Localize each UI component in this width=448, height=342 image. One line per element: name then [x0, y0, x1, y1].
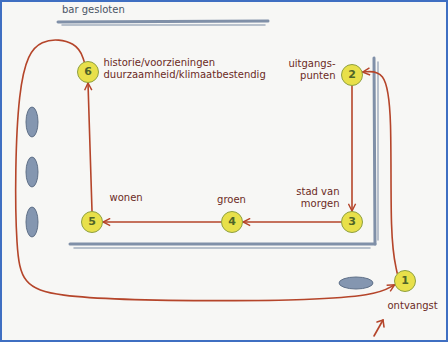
flow-arrow — [103, 221, 221, 223]
station-circle: 6historie/voorzieningen duurzaamheid/kli… — [77, 61, 99, 83]
wall-lines — [58, 21, 378, 248]
flow-arrow — [88, 83, 92, 211]
step-number: 3 — [342, 212, 362, 231]
station-circle: 4groen — [221, 211, 243, 233]
station-circle: 5wonen — [81, 211, 103, 233]
step-label: ontvangst — [388, 300, 438, 312]
area-note: bar gesloten — [62, 4, 125, 16]
flow-arrow — [243, 221, 341, 223]
step-label: wonen — [110, 192, 143, 204]
side-oval — [26, 207, 38, 237]
top-wall-shade — [62, 24, 265, 26]
side-oval — [26, 157, 38, 187]
entry-arrow — [374, 320, 384, 336]
step-number: 6 — [78, 62, 98, 81]
step-number: 2 — [342, 65, 362, 84]
station-circle: 1ontvangst — [394, 270, 416, 292]
entry-arrow-shaft — [374, 320, 383, 336]
side-oval — [26, 107, 38, 137]
station-circle: 3stad van morgen — [341, 211, 363, 233]
bottom-wall — [70, 243, 375, 246]
right-wall — [374, 58, 375, 244]
step-label: stad van morgen — [286, 186, 340, 210]
step-label: historie/voorzieningen duurzaamheid/klim… — [104, 57, 288, 81]
step-label: groen — [207, 194, 257, 206]
right-wall-shade — [377, 62, 379, 240]
top-wall — [58, 21, 268, 22]
bottom-wall-shade — [74, 247, 370, 249]
entrance-oval — [339, 277, 373, 289]
step-label: uitgangs- punten — [274, 58, 336, 82]
step-number: 1 — [395, 271, 415, 290]
step-number: 5 — [82, 212, 102, 231]
step-number: 4 — [222, 212, 242, 231]
ovals — [26, 107, 373, 289]
flow-arrow — [363, 72, 398, 274]
flow-arrow — [351, 86, 353, 211]
station-circle: 2uitgangs- punten — [341, 64, 363, 86]
flow-arrow — [16, 40, 395, 301]
entry-arrow-head — [377, 320, 384, 327]
